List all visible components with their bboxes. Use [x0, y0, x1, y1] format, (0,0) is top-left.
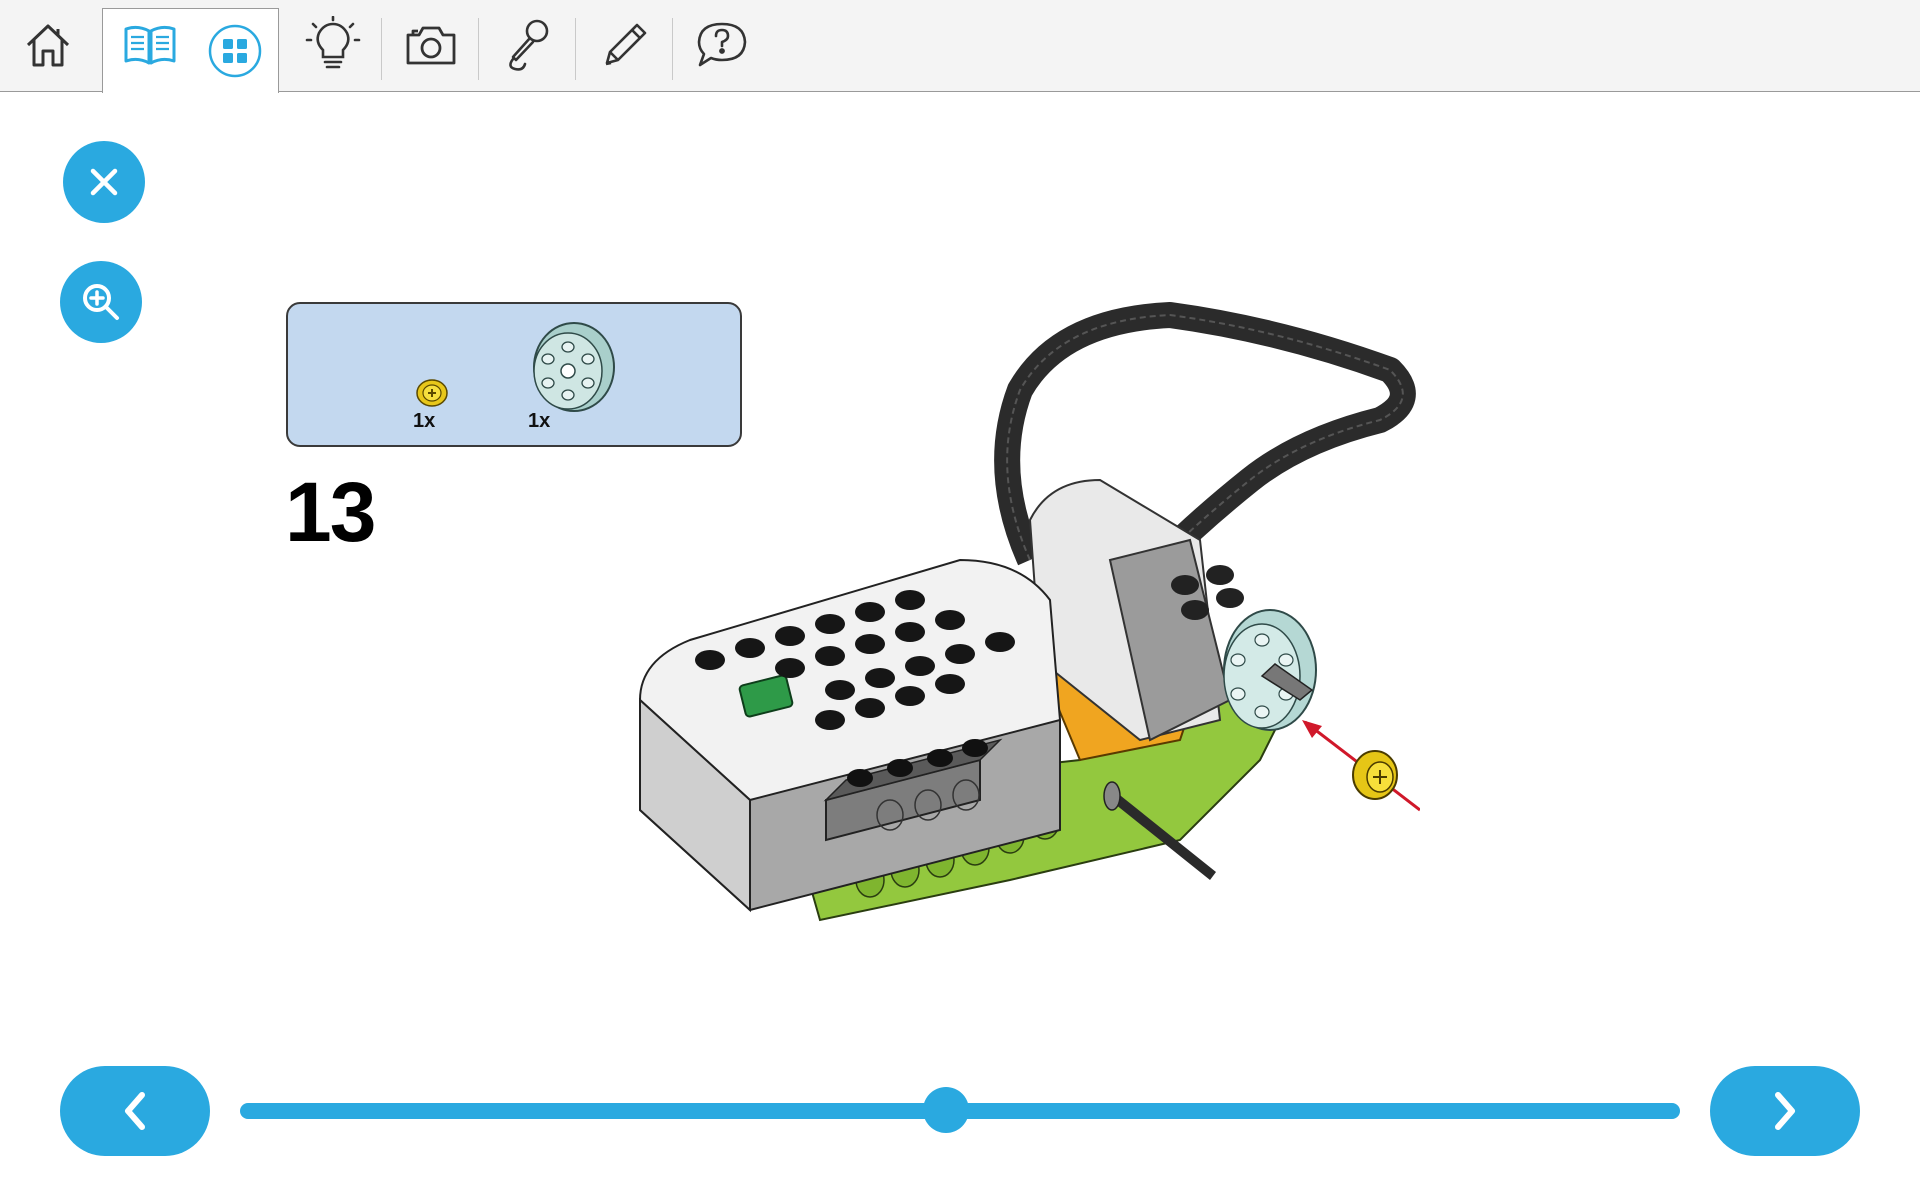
- toolbar-divider: [381, 18, 382, 80]
- home-icon: [26, 24, 70, 67]
- record-button[interactable]: [483, 10, 573, 80]
- camera-button[interactable]: [386, 10, 476, 80]
- toolbar-divider: [478, 18, 479, 80]
- part-quantity: 1x: [413, 410, 436, 432]
- zoom-in-icon: [83, 284, 119, 320]
- part-quantity: 1x: [528, 410, 551, 432]
- help-button[interactable]: [677, 10, 767, 80]
- zoom-button[interactable]: [60, 261, 142, 343]
- step-number: 13: [285, 465, 376, 559]
- next-step-button[interactable]: [1710, 1066, 1860, 1156]
- ideas-button[interactable]: [288, 10, 378, 80]
- close-icon: [90, 168, 118, 196]
- camera-icon: [406, 26, 456, 65]
- toolbar: [0, 0, 1920, 93]
- instructions-tab[interactable]: [105, 10, 195, 80]
- lightbulb-icon: [305, 16, 361, 69]
- overview-button[interactable]: [190, 16, 280, 86]
- help-speech-icon: [697, 22, 747, 67]
- microphone-icon: [509, 19, 549, 71]
- toolbar-divider: [672, 18, 673, 80]
- grid-icon: [208, 24, 262, 78]
- progress-slider-thumb[interactable]: [922, 1087, 969, 1133]
- pulley-wheel-icon: [533, 322, 615, 412]
- chevron-right-icon: [1775, 1092, 1795, 1130]
- home-button[interactable]: [3, 10, 93, 80]
- yellow-bushing-icon: [416, 379, 448, 407]
- parts-callout: 1x 1x: [286, 302, 742, 447]
- book-icon: [124, 25, 176, 65]
- chevron-left-icon: [125, 1092, 145, 1130]
- model-illustration: [638, 302, 1420, 922]
- toolbar-divider: [575, 18, 576, 80]
- previous-step-button[interactable]: [60, 1066, 210, 1156]
- pencil-icon: [605, 23, 647, 66]
- document-button[interactable]: [580, 10, 670, 80]
- close-button[interactable]: [63, 141, 145, 223]
